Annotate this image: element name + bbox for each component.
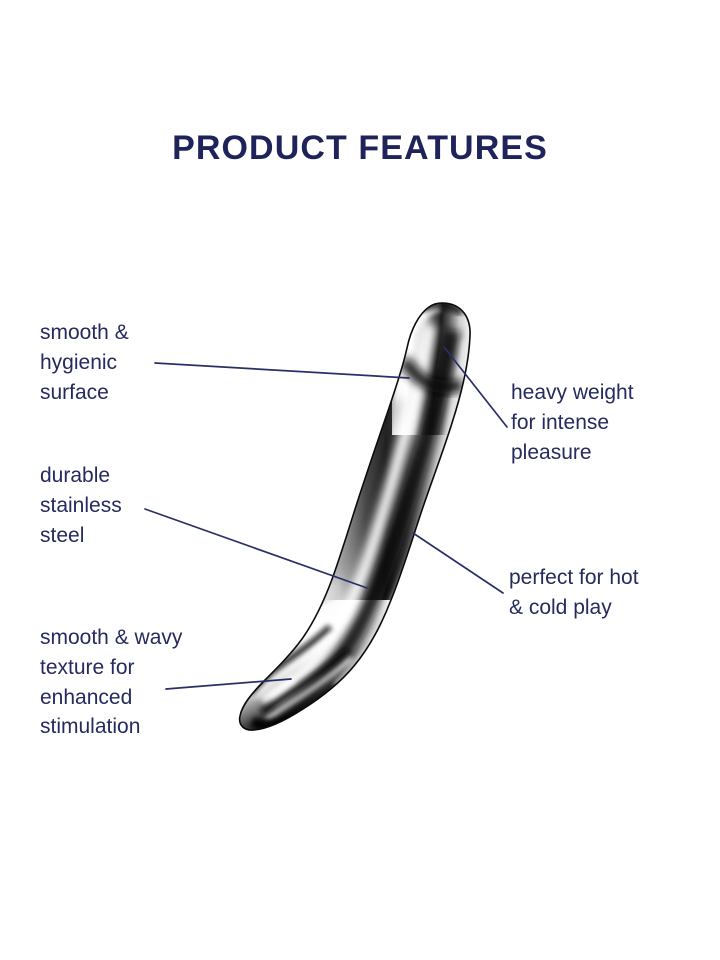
callout-smooth-hygienic-surface: smooth & hygienic surface (40, 318, 129, 407)
callout-line: durable (40, 464, 111, 487)
leader-line-smooth-hygienic (154, 362, 410, 379)
callout-line: surface (40, 380, 109, 404)
callout-line: perfect for hot (509, 566, 639, 589)
left-rim-shade (330, 398, 400, 580)
callout-line: for intense (511, 410, 610, 434)
product-outline (238, 302, 471, 731)
leader-line-heavy-weight (443, 346, 508, 428)
leader-line-hot-cold (412, 532, 504, 594)
callout-line: pleasure (511, 440, 592, 464)
callout-line: stimulation (40, 715, 141, 739)
callout-line: enhanced (40, 685, 133, 709)
callout-line: heavy weight (511, 381, 634, 404)
specular-highlight-band (266, 323, 437, 706)
callout-smooth-wavy-texture: smooth & wavy texture for enhanced stimu… (40, 623, 182, 742)
callout-perfect-hot-cold-play: perfect for hot & cold play (509, 563, 639, 623)
callout-heavy-weight-pleasure: heavy weight for intense pleasure (511, 378, 634, 467)
callout-line: smooth & wavy (40, 626, 183, 649)
callout-durable-stainless-steel: durable stainless steel (40, 461, 122, 550)
neck-shadow (398, 356, 465, 394)
page-title: PRODUCT FEATURES (172, 129, 548, 167)
callout-line: steel (40, 523, 85, 547)
leader-line-durable-steel (144, 508, 368, 589)
leader-line-wavy-texture (165, 678, 292, 690)
callout-line: smooth & (40, 321, 129, 344)
callout-line: texture for (40, 655, 135, 679)
callout-line: hygienic (40, 350, 118, 374)
callout-line: stainless (40, 493, 122, 517)
callout-line: & cold play (509, 595, 612, 619)
